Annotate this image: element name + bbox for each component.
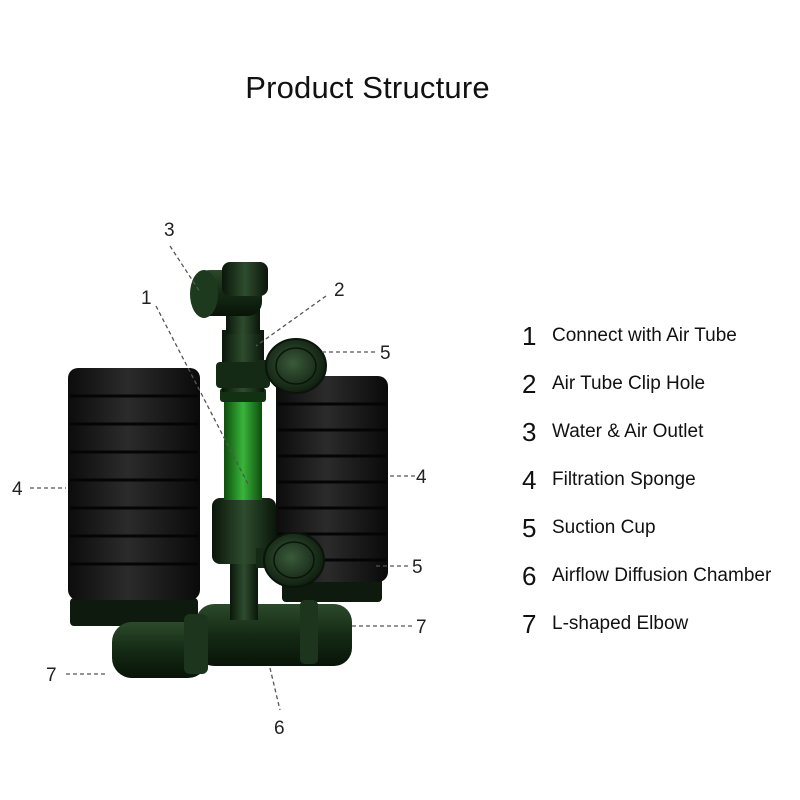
legend-item: 5 Suction Cup <box>522 504 771 552</box>
legend-number: 1 <box>522 320 537 351</box>
legend-number: 4 <box>522 464 537 495</box>
legend-item: 7 L-shaped Elbow <box>522 600 771 648</box>
leader-2 <box>255 295 327 347</box>
legend-label: Air Tube Clip Hole <box>552 373 706 394</box>
callout-4-right: 4 <box>416 467 427 488</box>
callout-2: 2 <box>334 280 345 301</box>
callout-4-left: 4 <box>12 479 23 500</box>
legend-label: Connect with Air Tube <box>552 325 737 346</box>
leader-lines <box>30 245 416 711</box>
legend-number: 6 <box>522 560 537 591</box>
page-title: Product Structure <box>245 70 490 105</box>
suction-cup-bottom <box>256 532 325 588</box>
suction-cup-top <box>256 338 327 394</box>
legend-number: 7 <box>522 608 537 639</box>
callout-7-right: 7 <box>416 617 427 638</box>
parts-legend: 1 Connect with Air Tube 2 Air Tube Clip Ho… <box>522 312 771 648</box>
callout-5-top: 5 <box>380 343 391 364</box>
callout-7-left: 7 <box>46 665 57 686</box>
leader-1 <box>155 305 249 485</box>
legend-item: 6 Airflow Diffusion Chamber <box>522 552 771 600</box>
callout-5-bottom: 5 <box>412 557 423 578</box>
water-air-outlet-elbow <box>190 262 268 318</box>
legend-item: 2 Air Tube Clip Hole <box>522 360 771 408</box>
callout-3: 3 <box>164 220 175 241</box>
legend-label: Airflow Diffusion Chamber <box>552 565 772 586</box>
airflow-diffusion-chamber <box>112 600 352 678</box>
legend-item: 1 Connect with Air Tube <box>522 312 771 360</box>
legend-label: Filtration Sponge <box>552 469 696 490</box>
legend-number: 3 <box>522 416 537 447</box>
left-filtration-sponge <box>68 368 200 626</box>
legend-number: 5 <box>522 512 537 543</box>
legend-label: L-shaped Elbow <box>552 613 689 634</box>
legend-item: 4 Filtration Sponge <box>522 456 771 504</box>
legend-label: Water & Air Outlet <box>552 421 704 442</box>
legend-label: Suction Cup <box>552 517 656 538</box>
legend-item: 3 Water & Air Outlet <box>522 408 771 456</box>
callout-1: 1 <box>141 288 152 309</box>
leader-6 <box>269 667 281 711</box>
leader-3 <box>169 245 201 293</box>
callout-6: 6 <box>274 718 285 739</box>
legend-number: 2 <box>522 368 537 399</box>
